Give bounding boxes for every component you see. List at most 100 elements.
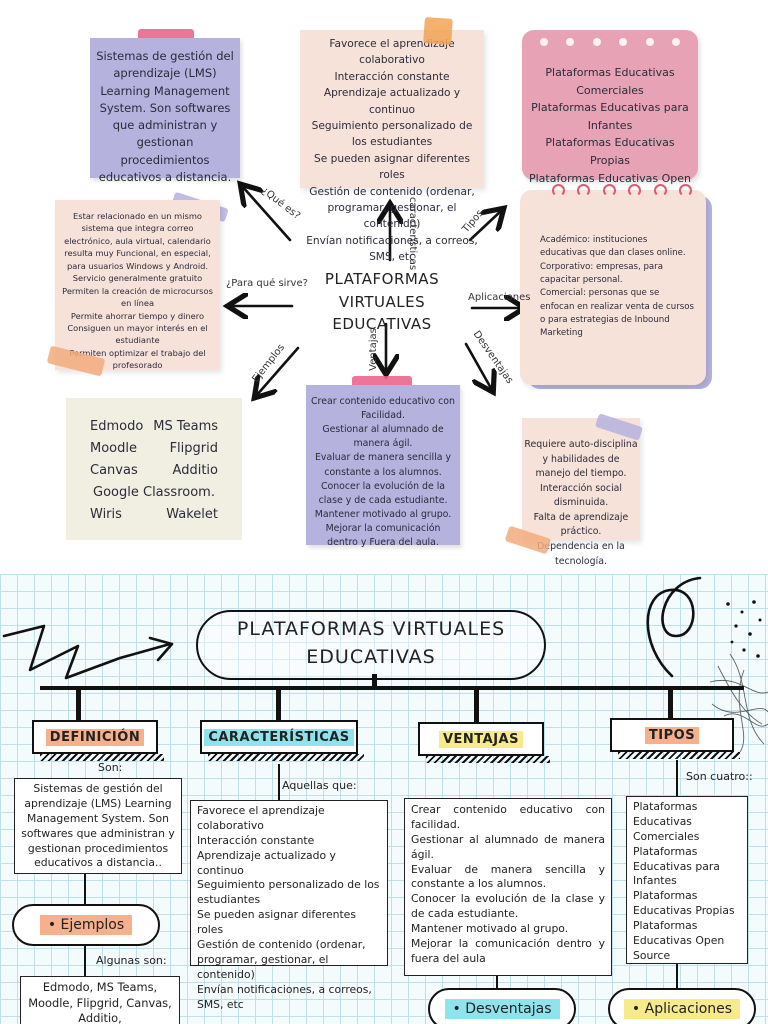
example-item: MS Teams xyxy=(153,419,218,434)
tape-decoration xyxy=(423,17,453,45)
application-item: Académico: instituciones educativas que … xyxy=(540,235,686,259)
label-ventajas: Ventajas xyxy=(367,328,379,371)
doodle-decoration xyxy=(2,576,768,753)
characteristic-item: Gestión de contenido (ordenar, programar… xyxy=(197,938,366,981)
advantage-item: Crear contenido educativo con Facilidad. xyxy=(311,396,455,422)
main-title: PLATAFORMAS VIRTUALES EDUCATIVAS xyxy=(196,610,546,680)
use-item: Servicio generalmente gratuito xyxy=(72,273,203,284)
application-item: Corporativo: empresas, para capacitar pe… xyxy=(540,261,663,285)
disadvantages-note: Requiere auto-disciplina y habilidades d… xyxy=(522,418,640,567)
use-item: Consiguen un mayor interés en el estudia… xyxy=(67,322,208,346)
advantages-box: Crear contenido educativo con facilidad.… xyxy=(404,798,612,976)
pill-label: • Desventajas xyxy=(444,999,560,1019)
category-label: CARACTERÍSTICAS xyxy=(204,728,354,746)
definition-text: Sistemas de gestión del aprendizaje (LMS… xyxy=(21,782,175,870)
disadvantage-item: Dependencia en la tecnología. xyxy=(537,541,625,567)
connector-line xyxy=(668,688,673,722)
characteristic-item: Se pueden asignar diferentes roles xyxy=(197,908,356,937)
type-item: Plataformas Educativas Comerciales xyxy=(633,800,700,843)
connector-line xyxy=(84,946,86,976)
arrow-desventajas xyxy=(464,342,492,390)
disadvantage-item: Requiere auto-disciplina y habilidades d… xyxy=(524,439,638,480)
characteristic-item: Aprendizaje actualizado y continuo xyxy=(323,87,461,116)
use-item: Permiten optimizar el trabajo del profes… xyxy=(69,347,206,371)
applications-note: Académico: instituciones educativas que … xyxy=(520,190,706,385)
example-item: Additio xyxy=(172,463,218,479)
examples-text: Edmodo, MS Teams, Moodle, Flipgrid, Canv… xyxy=(28,980,172,1024)
example-item: Flipgrid xyxy=(169,441,218,457)
examples-box: Edmodo, MS Teams, Moodle, Flipgrid, Canv… xyxy=(20,976,180,1024)
advantage-item: Mejorar la comunicación dentro y Fuera d… xyxy=(325,522,441,549)
characteristic-item: Se pueden asignar diferentes roles xyxy=(314,152,470,182)
connector-line xyxy=(676,964,678,990)
advantage-item: Conocer la evolución de la clase y de ca… xyxy=(411,892,605,921)
application-item: Comercial: personas que se enfocan en re… xyxy=(540,288,694,339)
disadvantage-item: Falta de aprendizaje práctico. xyxy=(533,511,629,538)
type-item: Plataformas Educativas Propias xyxy=(633,889,735,918)
label-aplicaciones: Aplicaciones xyxy=(468,292,531,303)
connector-line xyxy=(372,674,377,688)
mind-map-section: Sistemas de gestión del aprendizaje (LMS… xyxy=(0,0,768,567)
connector-aquellas: Aquellas que: xyxy=(282,779,357,792)
definition-note: Sistemas de gestión del aprendizaje (LMS… xyxy=(90,38,240,184)
punch-holes xyxy=(540,38,680,46)
pill-aplicaciones: • Aplicaciones xyxy=(608,988,756,1024)
pill-label: • Ejemplos xyxy=(39,915,133,935)
characteristic-item: Favorece el aprendizaje colaborativo xyxy=(329,38,455,67)
type-item: Plataformas Educativas Open Source xyxy=(633,919,725,962)
characteristic-item: Favorece el aprendizaje colaborativo xyxy=(197,804,325,832)
connector-line xyxy=(276,688,281,724)
advantage-item: Gestionar al alumnado de manera ágil. xyxy=(322,424,444,450)
pill-ejemplos: • Ejemplos xyxy=(12,904,160,946)
disadvantage-item: Interacción social disminuida. xyxy=(539,482,623,509)
connector-line xyxy=(84,874,86,904)
connector-algunas: Algunas son: xyxy=(96,954,167,967)
spiral-rings xyxy=(552,184,692,197)
pill-desventajas: • Desventajas xyxy=(428,988,576,1024)
type-item: Plataformas Educativas para Infantes xyxy=(531,101,689,132)
label-caracteristicas: características xyxy=(407,196,419,271)
connector-line xyxy=(474,688,479,724)
category-caracteristicas: CARACTERÍSTICAS xyxy=(200,720,364,761)
center-title: PLATAFORMAS VIRTUALES EDUCATIVAS xyxy=(294,268,470,336)
definition-box: Sistemas de gestión del aprendizaje (LMS… xyxy=(14,778,182,874)
advantage-item: Crear contenido educativo con facilidad. xyxy=(411,803,605,831)
arrow-ejemplos xyxy=(256,346,300,396)
category-label: TIPOS xyxy=(644,726,700,744)
characteristic-item: Seguimiento personalizado de los estudia… xyxy=(197,878,380,907)
pill-label: • Aplicaciones xyxy=(623,999,741,1019)
characteristics-note: Favorece el aprendizaje colaborativo Int… xyxy=(300,30,484,263)
connector-son: Son: xyxy=(98,761,123,774)
advantage-item: Mantener motivado al grupo. xyxy=(411,922,569,936)
characteristic-item: Interacción constante xyxy=(334,70,450,83)
arrow-tipos xyxy=(468,210,502,242)
center-title-line: VIRTUALES EDUCATIVAS xyxy=(332,292,432,334)
main-title-line: EDUCATIVAS xyxy=(306,645,436,668)
definition-text: Sistemas de gestión del aprendizaje (LMS… xyxy=(96,49,234,184)
characteristic-item: Gestión de contenido (ordenar, programar… xyxy=(309,185,475,231)
example-item: Canvas xyxy=(90,463,138,479)
advantage-item: Evaluar de manera sencilla y constante a… xyxy=(411,862,605,891)
type-item: Plataformas Educativas Propias xyxy=(545,136,675,167)
connector-line xyxy=(496,976,498,990)
type-item: Plataformas Educativas Comerciales xyxy=(545,66,675,97)
type-item: Plataformas Educativas para Infantes xyxy=(633,844,720,888)
types-box: Plataformas Educativas Comerciales Plata… xyxy=(626,796,748,964)
category-definicion: DEFINICIÓN xyxy=(32,720,164,761)
connector-line xyxy=(278,764,280,800)
arrow-que-es xyxy=(242,186,292,242)
category-label: DEFINICIÓN xyxy=(45,728,145,746)
main-title-line: PLATAFORMAS VIRTUALES xyxy=(236,618,506,640)
uses-note: Estar relacionado en un mismo sistema qu… xyxy=(55,200,220,370)
example-item: Google Classroom. xyxy=(93,485,215,501)
use-item: Estar relacionado en un mismo sistema qu… xyxy=(64,211,211,271)
mind-map-arrows xyxy=(0,0,768,560)
advantage-item: Mantener motivado al grupo. xyxy=(314,508,452,520)
category-ventajas: VENTAJAS xyxy=(418,722,550,763)
use-item: Permiten la creación de microcursos en l… xyxy=(62,285,213,309)
types-note: Plataformas Educativas Comerciales Plata… xyxy=(522,30,698,202)
characteristic-item: Aprendizaje actualizado y continuo xyxy=(197,848,336,877)
center-title-line: PLATAFORMAS xyxy=(324,270,440,288)
characteristic-item: Interacción constante xyxy=(197,833,315,847)
